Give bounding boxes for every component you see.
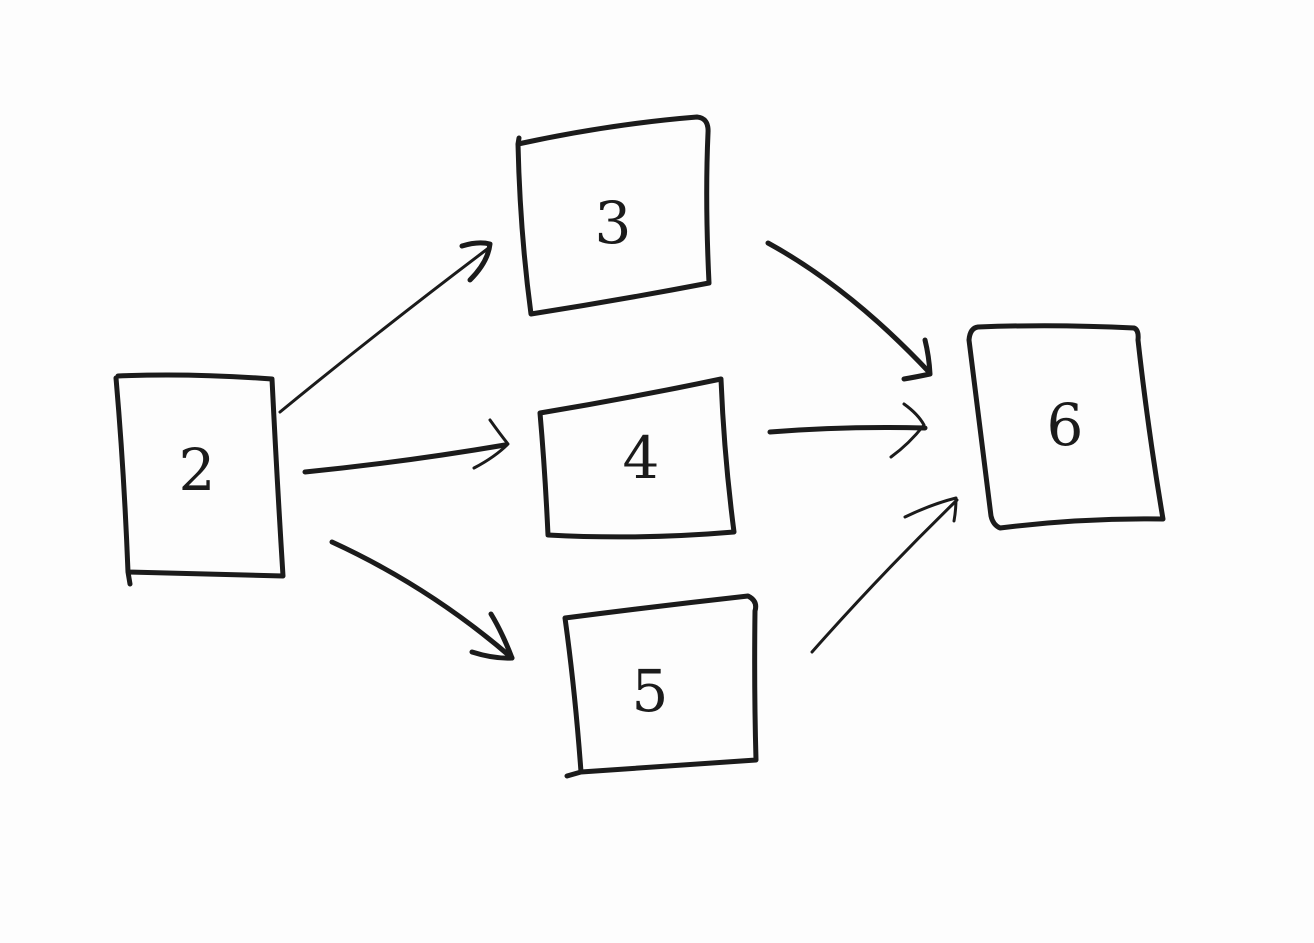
node-6-label: 6	[1047, 391, 1084, 459]
edge-3-to-6	[765, 240, 933, 382]
node-5: 5	[562, 593, 759, 779]
node-6-box	[966, 323, 1166, 531]
edge-2-to-3-line	[278, 245, 492, 414]
node-4-label: 4	[623, 424, 660, 492]
node-3: 3	[515, 114, 712, 317]
edge-4-to-6	[767, 402, 928, 459]
edge-2-to-4-line	[302, 442, 508, 475]
edge-2-to-3	[278, 240, 493, 414]
edge-2-to-5-line	[329, 539, 515, 661]
node-6: 6	[966, 323, 1166, 531]
node-2: 2	[113, 372, 286, 587]
edge-2-to-4	[302, 418, 510, 475]
node-3-box	[515, 114, 712, 317]
node-5-box	[562, 593, 759, 779]
node-4: 4	[537, 376, 737, 540]
edge-2-to-3-arrowhead-icon	[459, 240, 493, 283]
edge-2-to-5	[329, 539, 515, 661]
node-3-label: 3	[595, 189, 632, 257]
node-4-box	[537, 376, 737, 540]
edge-2-to-4-arrowhead-icon	[472, 418, 510, 470]
node-2-label: 2	[179, 436, 216, 504]
edge-3-to-6-arrowhead-icon	[901, 337, 933, 382]
node-5-label: 5	[632, 657, 669, 725]
edge-3-to-6-line	[765, 240, 932, 375]
edge-4-to-6-arrowhead-icon	[889, 402, 926, 459]
edge-5-to-6-line	[810, 498, 959, 654]
edge-2-to-5-arrowhead-icon	[469, 611, 515, 661]
edge-5-to-6	[810, 496, 959, 654]
edge-5-to-6-arrowhead-icon	[903, 496, 958, 523]
edge-4-to-6-line	[767, 425, 928, 435]
node-2-box	[113, 372, 286, 587]
